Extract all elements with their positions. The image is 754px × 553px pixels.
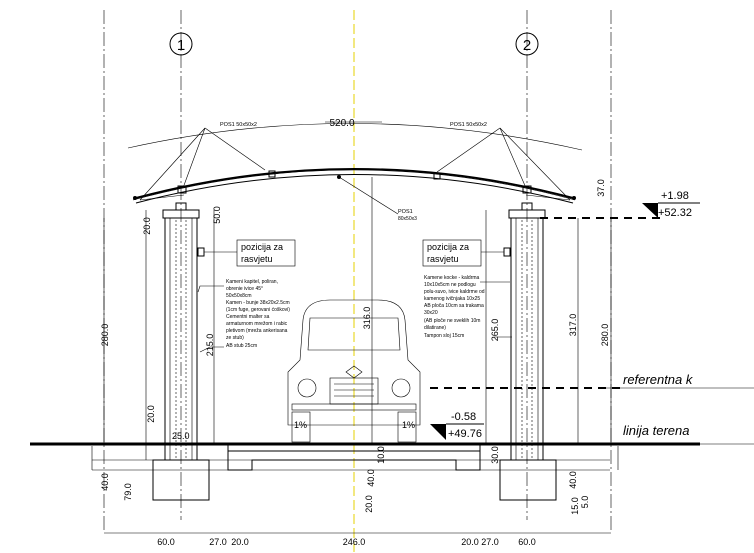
lighting-right-line1: pozicija za xyxy=(427,242,469,252)
notes-right: Kamene kocke - kaldrma 10x10x5cm ne podl… xyxy=(424,275,485,339)
pos1-center-label: POS1 xyxy=(398,209,413,215)
dim-bottom-6: 27.0 xyxy=(481,537,499,547)
right-column xyxy=(499,202,557,501)
roof-span-label: 520.0 xyxy=(329,118,354,129)
dim-right-15: 15.0 xyxy=(570,497,580,515)
dim-right-265: 265.0 xyxy=(490,319,500,342)
pos1-right-label: POS1 50x50x2 xyxy=(450,122,487,128)
lighting-box-right: pozicija za rasvjetu xyxy=(422,239,482,267)
ground-slab xyxy=(30,442,700,471)
axis-marker-1: 1 xyxy=(169,32,193,56)
dim-right-30: 30.0 xyxy=(490,446,500,464)
note-right-2: 10x10x5cm ne podlogu xyxy=(424,282,476,288)
level-floor-abs: +49.76 xyxy=(448,428,482,440)
axis-label-1: 1 xyxy=(177,37,185,54)
note-left-7: armaturnom mrežom i rabic xyxy=(226,321,288,327)
dim-left-215: 215.0 xyxy=(205,334,215,357)
lighting-box-left: pozicija za rasvjetu xyxy=(236,239,296,267)
slope-left: 1% xyxy=(294,420,307,430)
car-outline xyxy=(287,299,421,443)
slope-right: 1% xyxy=(402,420,415,430)
note-left-2: obrenie ivice 45° xyxy=(226,286,263,292)
pos1-left-label: POS1 50x50x2 xyxy=(220,122,257,128)
level-marker-floor: -0.58 +49.76 xyxy=(430,411,484,440)
note-right-3: polu-suvo, ivice kaldrme od xyxy=(424,289,485,295)
note-left-8: pletivom (mreža ankerisana xyxy=(226,328,288,334)
dim-left-79: 79.0 xyxy=(123,483,133,501)
note-left-6: Cementni malter sa xyxy=(226,314,270,320)
note-right-4: kamenog ivičnjaka 10x25 xyxy=(424,296,480,302)
axis-label-2: 2 xyxy=(523,37,531,54)
note-left-10: AB stub 25cm xyxy=(226,343,257,349)
dim-right-37: 37.0 xyxy=(596,179,606,197)
axis-marker-2: 2 xyxy=(515,32,539,56)
lighting-left-line2: rasvjetu xyxy=(241,254,273,264)
note-right-5: AB ploča 10cm sa trakama xyxy=(424,303,484,309)
dim-right-40: 40.0 xyxy=(568,471,578,489)
dim-center-316: 316.0 xyxy=(362,307,372,330)
note-left-9: ze stub) xyxy=(226,335,244,341)
dim-left-25: 25.0 xyxy=(172,431,190,441)
note-left-4: Kamen - bunje 38x20x2.5cm xyxy=(226,300,290,306)
level-marker-top: +1.98 +52.32 xyxy=(540,190,700,219)
dim-bottom-1: 60.0 xyxy=(157,537,175,547)
pos1-center-sub: 80x50x3 xyxy=(398,216,417,222)
note-right-8: dilatirane) xyxy=(424,325,446,331)
note-right-9: Tampon sloj 15cm xyxy=(424,333,464,339)
note-left-3: 50x50x8cm xyxy=(226,293,252,299)
note-right-1: Kamene kocke - kaldrma xyxy=(424,275,480,281)
dim-left-280: 280.0 xyxy=(100,324,110,347)
terrain-line-label: linija terena xyxy=(623,423,690,438)
note-left-5: (1cm fuge, gerovani ćoškovi) xyxy=(226,307,290,313)
note-right-6: 30x20 xyxy=(424,310,438,316)
level-top-abs: +52.32 xyxy=(658,207,692,219)
note-right-7: (AB ploče ne sveklih 10m xyxy=(424,318,480,324)
dim-bottom-7: 60.0 xyxy=(518,537,536,547)
roof-structure xyxy=(127,121,583,204)
dim-right-5: 5.0 xyxy=(580,496,590,509)
level-floor-rel: -0.58 xyxy=(451,411,476,423)
dim-center-40: 40.0 xyxy=(366,469,376,487)
dim-bottom-5: 20.0 xyxy=(461,537,479,547)
level-top-rel: +1.98 xyxy=(661,190,689,202)
dim-bottom-2: 27.0 xyxy=(209,537,227,547)
dim-left-20b: 20.0 xyxy=(146,405,156,423)
dim-right-280: 280.0 xyxy=(600,324,610,347)
dim-bottom-3: 20.0 xyxy=(231,537,249,547)
notes-left: Kameni kapitel, poliran, obrenie ivice 4… xyxy=(226,279,290,349)
ref-line-label: referentna k xyxy=(623,372,694,387)
lighting-left-line1: pozicija za xyxy=(241,242,283,252)
dim-right-317: 317.0 xyxy=(568,314,578,337)
dim-left-20a: 20.0 xyxy=(142,217,152,235)
dim-center-10: 10.0 xyxy=(376,446,386,464)
lighting-right-line2: rasvjetu xyxy=(427,254,459,264)
dim-left-50: 50.0 xyxy=(212,206,222,224)
note-left-1: Kameni kapitel, poliran, xyxy=(226,279,278,285)
dim-bottom-4: 246.0 xyxy=(343,537,366,547)
dim-left-40: 40.0 xyxy=(100,473,110,491)
dim-center-20: 20.0 xyxy=(364,495,374,513)
